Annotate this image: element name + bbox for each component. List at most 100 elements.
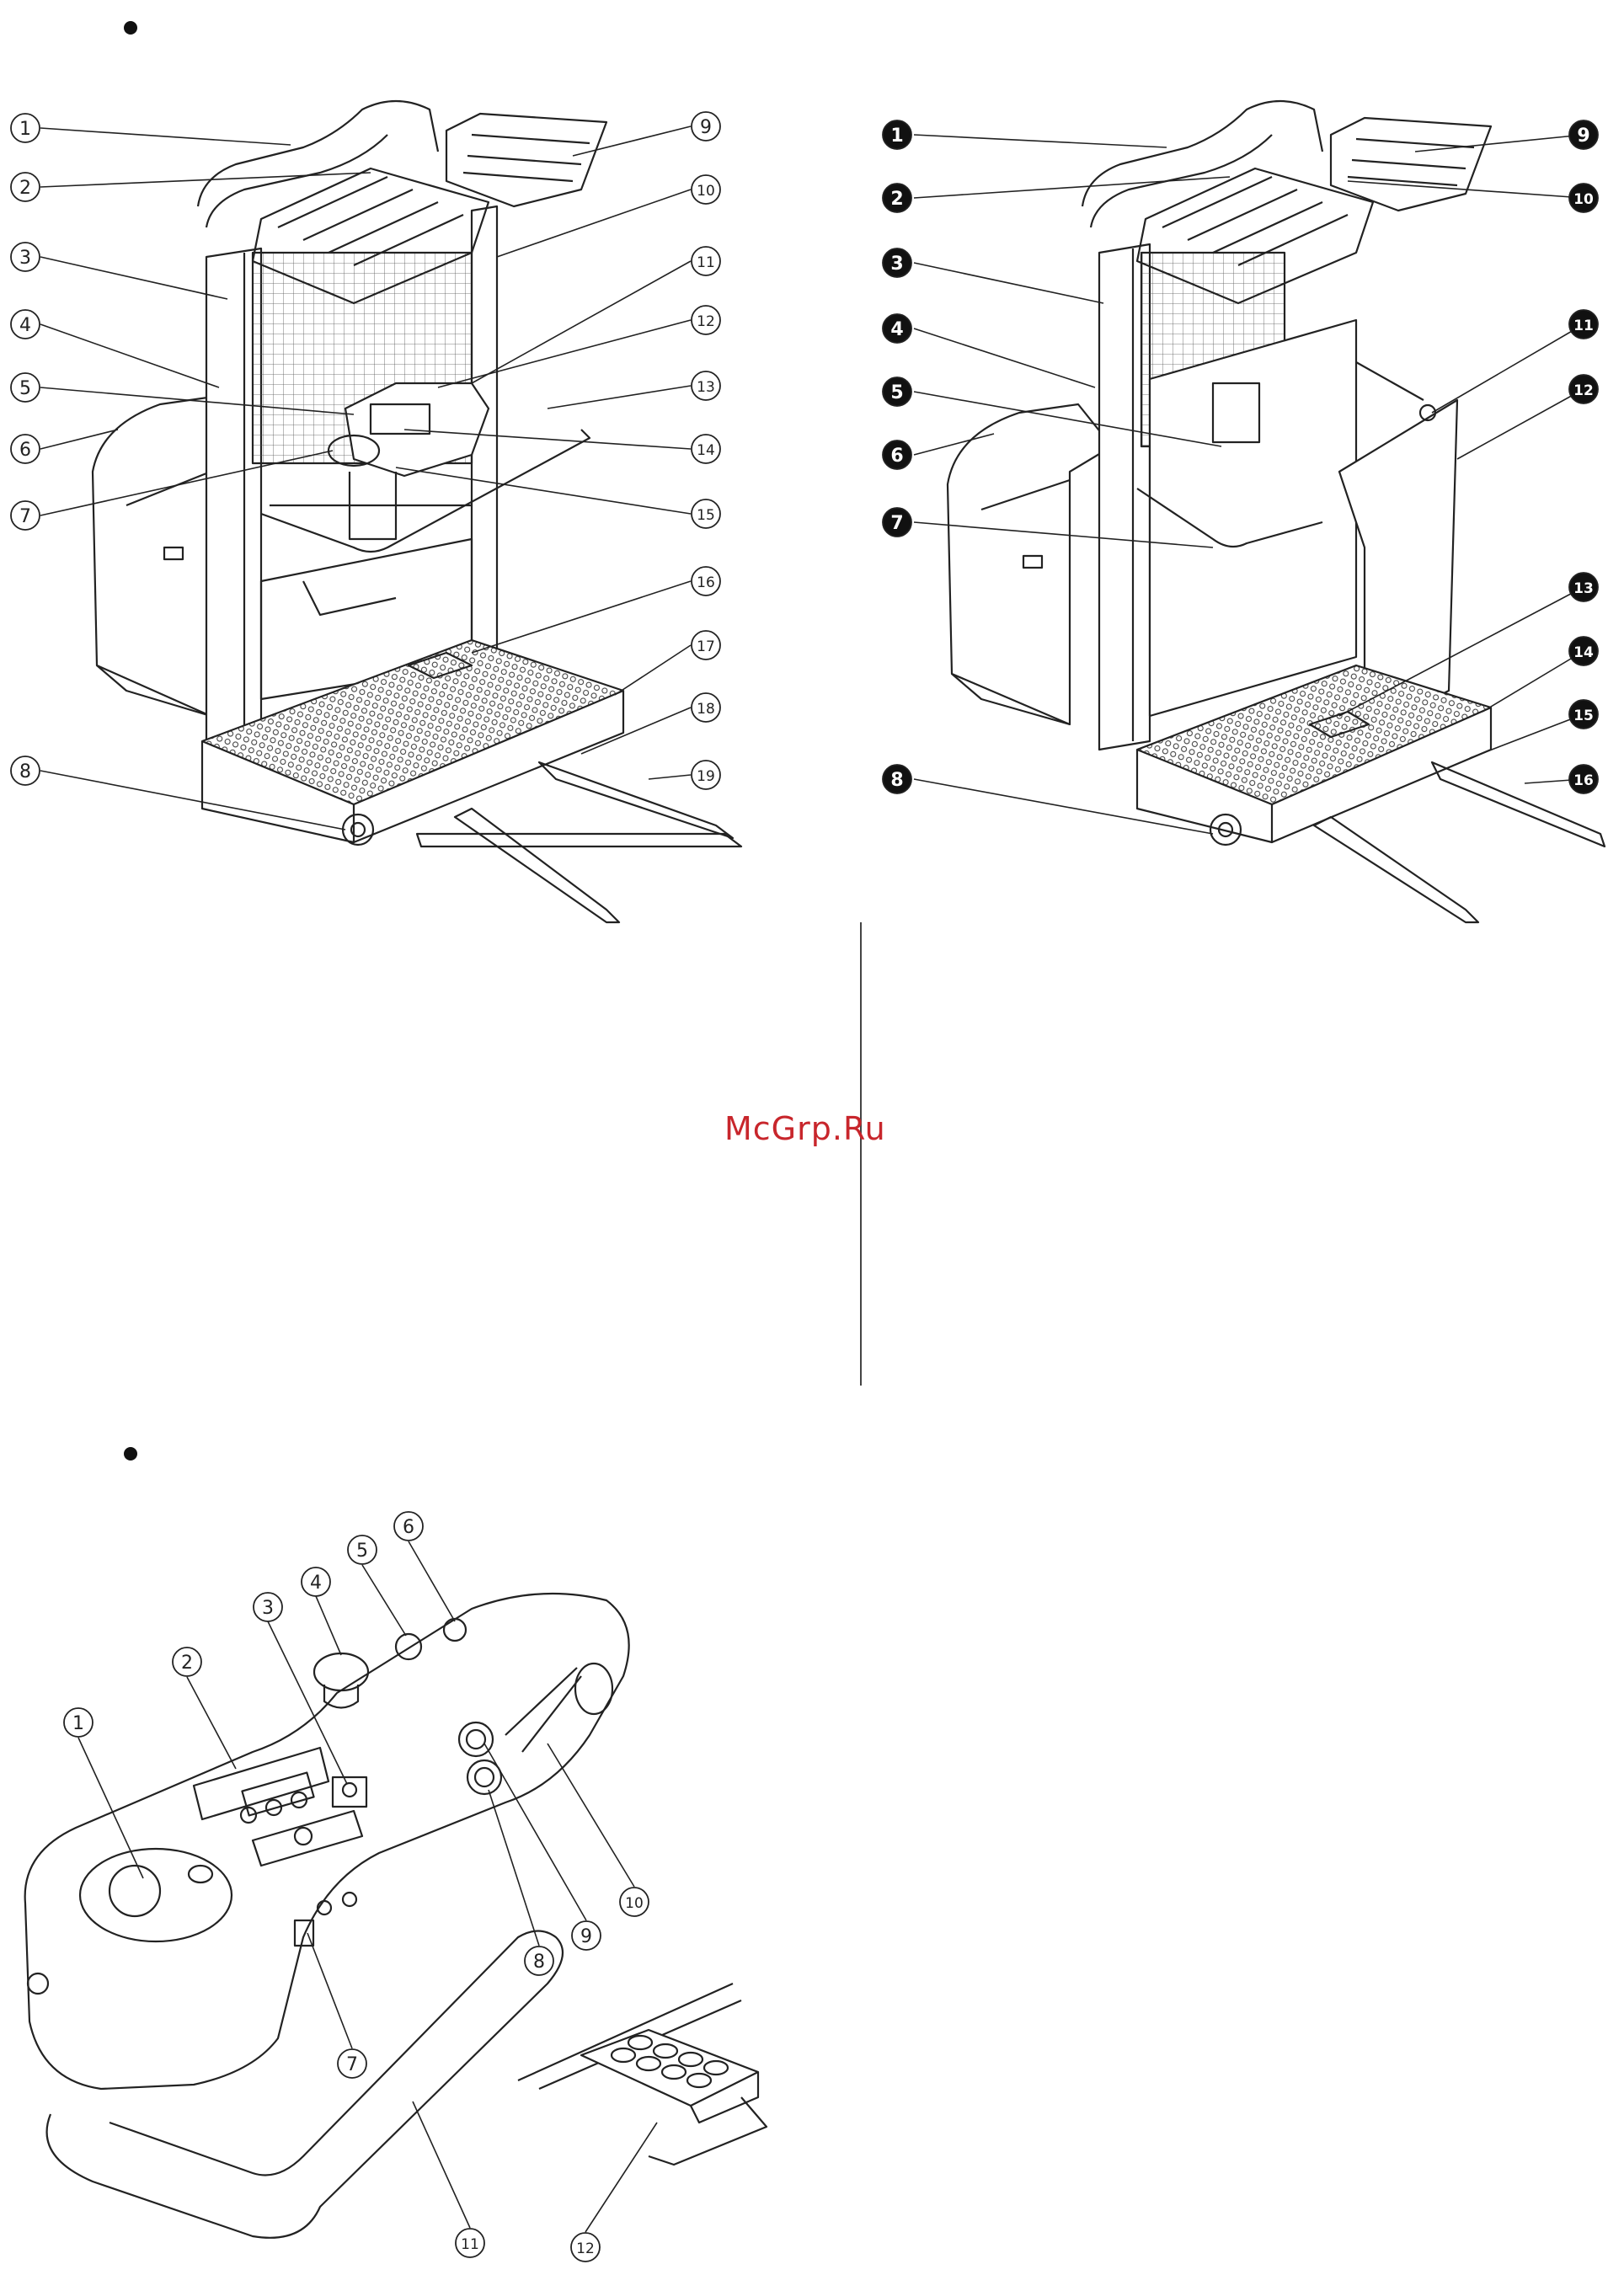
- callout-label: 17: [697, 638, 715, 655]
- callout-6: 6: [883, 441, 911, 469]
- callout-label: 9: [580, 1926, 592, 1947]
- callout-5: 5: [11, 373, 40, 402]
- callout-11: 11: [1569, 310, 1598, 339]
- callout-label: 7: [890, 513, 903, 534]
- callout-label: 15: [1573, 708, 1594, 724]
- callout-label: 6: [19, 440, 31, 461]
- callout-10: 10: [692, 175, 720, 204]
- control-panel-closeup: [25, 1594, 767, 2238]
- callout-17: 17: [692, 631, 720, 660]
- callout-1: 1: [883, 120, 911, 149]
- callout-label: 7: [346, 2054, 358, 2075]
- callout-label: 3: [262, 1598, 274, 1619]
- callout-12: 12: [692, 306, 720, 334]
- callout-9: 9: [692, 112, 720, 141]
- callout-label: 10: [625, 1895, 644, 1912]
- callout-3: 3: [11, 243, 40, 271]
- callout-12: 12: [571, 2233, 600, 2262]
- callout-3: 3: [254, 1593, 282, 1621]
- callout-label: 9: [700, 117, 712, 138]
- callout-16: 16: [1569, 765, 1598, 793]
- callout-label: 2: [19, 178, 31, 199]
- callout-12: 12: [1569, 375, 1598, 403]
- callout-label: 12: [576, 2240, 595, 2257]
- callout-11: 11: [692, 247, 720, 275]
- callout-10: 10: [1569, 184, 1598, 212]
- callout-label: 9: [1577, 125, 1589, 147]
- callout-2: 2: [11, 173, 40, 201]
- callout-label: 8: [890, 770, 903, 791]
- callout-1: 1: [64, 1708, 93, 1737]
- watermark-text: McGrp.Ru: [724, 1110, 886, 1147]
- callout-label: 1: [19, 119, 31, 140]
- callout-2: 2: [173, 1648, 201, 1676]
- callout-label: 19: [697, 768, 715, 785]
- callout-9: 9: [1569, 120, 1598, 149]
- callout-label: 5: [19, 378, 31, 399]
- callout-label: 16: [1573, 772, 1594, 789]
- callout-5: 5: [348, 1535, 377, 1564]
- callout-4: 4: [883, 314, 911, 343]
- callout-label: 18: [697, 701, 715, 718]
- callout-4: 4: [11, 310, 40, 339]
- callout-19: 19: [692, 761, 720, 789]
- callout-7: 7: [338, 2049, 366, 2078]
- callout-label: 15: [697, 507, 715, 524]
- callout-9: 9: [572, 1921, 601, 1950]
- callout-label: 12: [1573, 382, 1594, 399]
- callout-label: 13: [697, 379, 715, 396]
- callout-18: 18: [692, 693, 720, 722]
- callout-14: 14: [692, 435, 720, 463]
- callout-13: 13: [692, 371, 720, 400]
- callout-3: 3: [883, 248, 911, 277]
- callout-8: 8: [525, 1947, 553, 1975]
- callout-6: 6: [394, 1512, 423, 1541]
- callout-label: 4: [19, 315, 31, 336]
- callout-label: 2: [890, 189, 903, 210]
- callout-label: 11: [461, 2236, 479, 2253]
- callout-label: 1: [890, 125, 903, 147]
- callout-label: 3: [19, 248, 31, 269]
- callout-8: 8: [883, 765, 911, 793]
- callout-label: 11: [1573, 318, 1594, 334]
- callout-label: 16: [697, 574, 715, 591]
- callout-label: 4: [890, 319, 903, 340]
- callout-15: 15: [1569, 700, 1598, 729]
- callout-label: 12: [697, 313, 715, 330]
- callout-label: 1: [72, 1713, 84, 1734]
- section-bullet-top: [124, 21, 137, 35]
- callout-label: 14: [1573, 644, 1594, 661]
- callout-label: 8: [533, 1952, 545, 1973]
- callout-13: 13: [1569, 573, 1598, 601]
- callout-label: 14: [697, 442, 715, 459]
- order-picker-truck-right: [948, 101, 1605, 922]
- callout-label: 8: [19, 761, 31, 782]
- callout-label: 5: [356, 1541, 368, 1562]
- callout-5: 5: [883, 377, 911, 406]
- callout-label: 10: [697, 183, 715, 200]
- section-bullet-bottom: [124, 1447, 137, 1461]
- callout-10: 10: [620, 1888, 649, 1916]
- callout-label: 6: [890, 446, 903, 467]
- callout-2: 2: [883, 184, 911, 212]
- callout-11: 11: [456, 2229, 484, 2257]
- callout-label: 2: [181, 1653, 193, 1674]
- callout-16: 16: [692, 567, 720, 595]
- callout-15: 15: [692, 499, 720, 528]
- callout-4: 4: [302, 1567, 330, 1596]
- callout-label: 4: [310, 1573, 322, 1594]
- callout-7: 7: [883, 508, 911, 537]
- callout-7: 7: [11, 501, 40, 530]
- callout-6: 6: [11, 435, 40, 463]
- callout-8: 8: [11, 756, 40, 785]
- callout-1: 1: [11, 114, 40, 142]
- callout-label: 13: [1573, 580, 1594, 597]
- callout-label: 5: [890, 382, 903, 403]
- callout-label: 10: [1573, 191, 1594, 208]
- callout-14: 14: [1569, 637, 1598, 665]
- callout-label: 3: [890, 254, 903, 275]
- callout-label: 6: [403, 1517, 414, 1538]
- callout-label: 7: [19, 506, 31, 527]
- callout-label: 11: [697, 254, 715, 271]
